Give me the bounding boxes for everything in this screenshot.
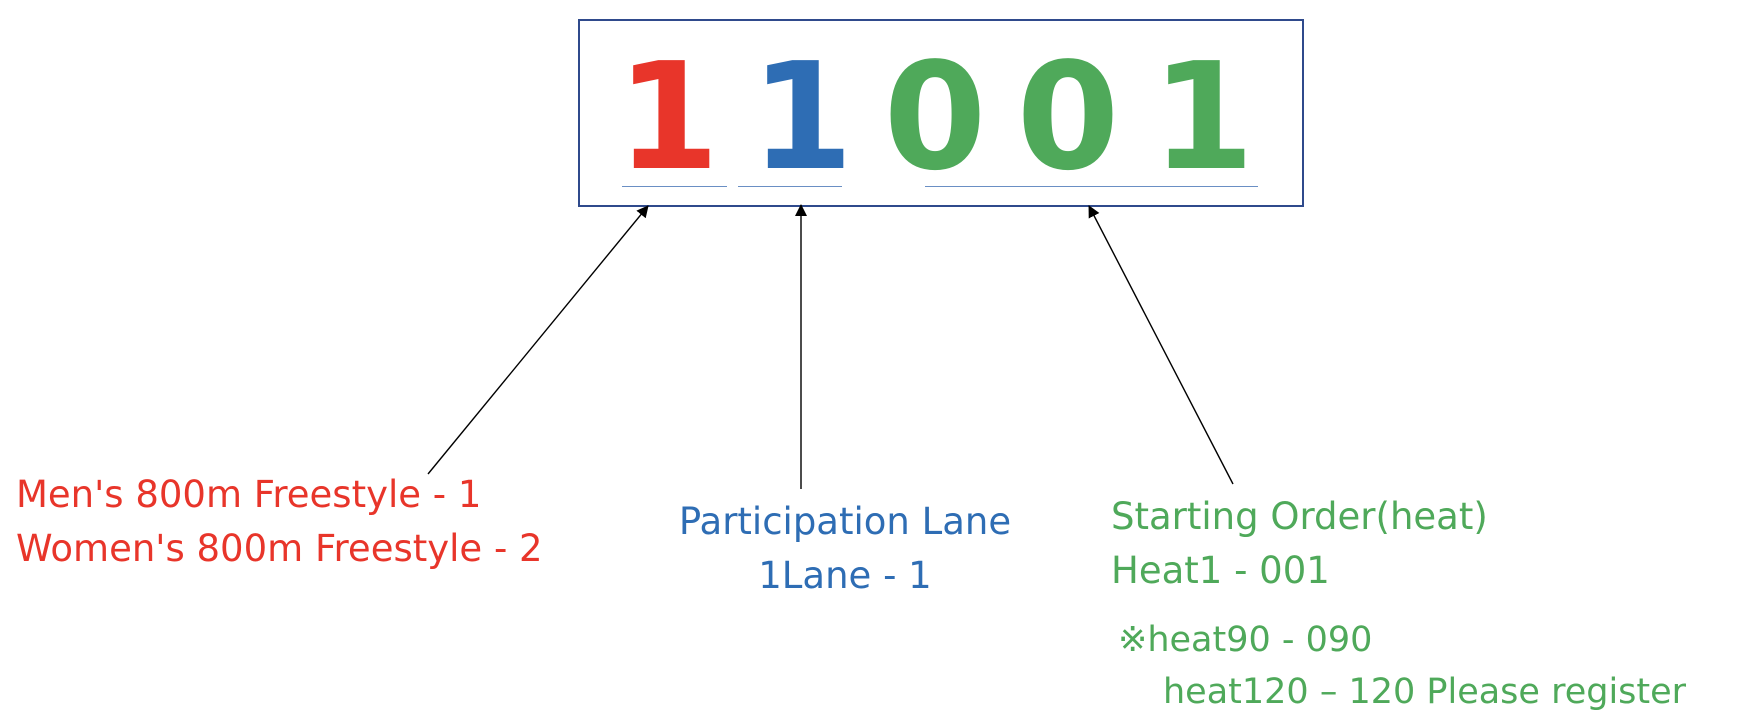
event-digit: 1 (616, 31, 720, 203)
heat-note-line2: heat120 – 120 Please register (1163, 672, 1687, 712)
lane-digit: 1 (750, 31, 854, 203)
heat-label-line2: Heat1 - 001 (1111, 549, 1330, 592)
heat-note: ※heat90 - 090 heat120 – 120 Please regis… (1118, 614, 1686, 718)
code-box (578, 19, 1304, 207)
heat-digit-2: 0 (1016, 31, 1120, 203)
heat-digits-underline (925, 186, 1258, 187)
event-label: Men's 800m Freestyle - 1 Women's 800m Fr… (16, 468, 543, 576)
heat-digit-1: 0 (883, 31, 987, 203)
heat-digit-3: 1 (1151, 31, 1255, 203)
heat-note-line1: ※heat90 - 090 (1118, 620, 1373, 660)
lane-digit-underline (738, 186, 842, 187)
event-label-line1: Men's 800m Freestyle - 1 (16, 473, 482, 516)
event-label-line2: Women's 800m Freestyle - 2 (16, 527, 543, 570)
lane-label-line1: Participation Lane (678, 500, 1012, 543)
event-digit-underline (622, 186, 727, 187)
heat-label-line1: Starting Order(heat) (1111, 495, 1488, 538)
lane-label-line2: 1Lane - 1 (758, 554, 932, 597)
event-arrow (427, 205, 649, 475)
heat-arrow (1088, 205, 1234, 485)
heat-label: Starting Order(heat) Heat1 - 001 (1111, 490, 1488, 598)
lane-label: Participation Lane 1Lane - 1 (656, 495, 1034, 603)
